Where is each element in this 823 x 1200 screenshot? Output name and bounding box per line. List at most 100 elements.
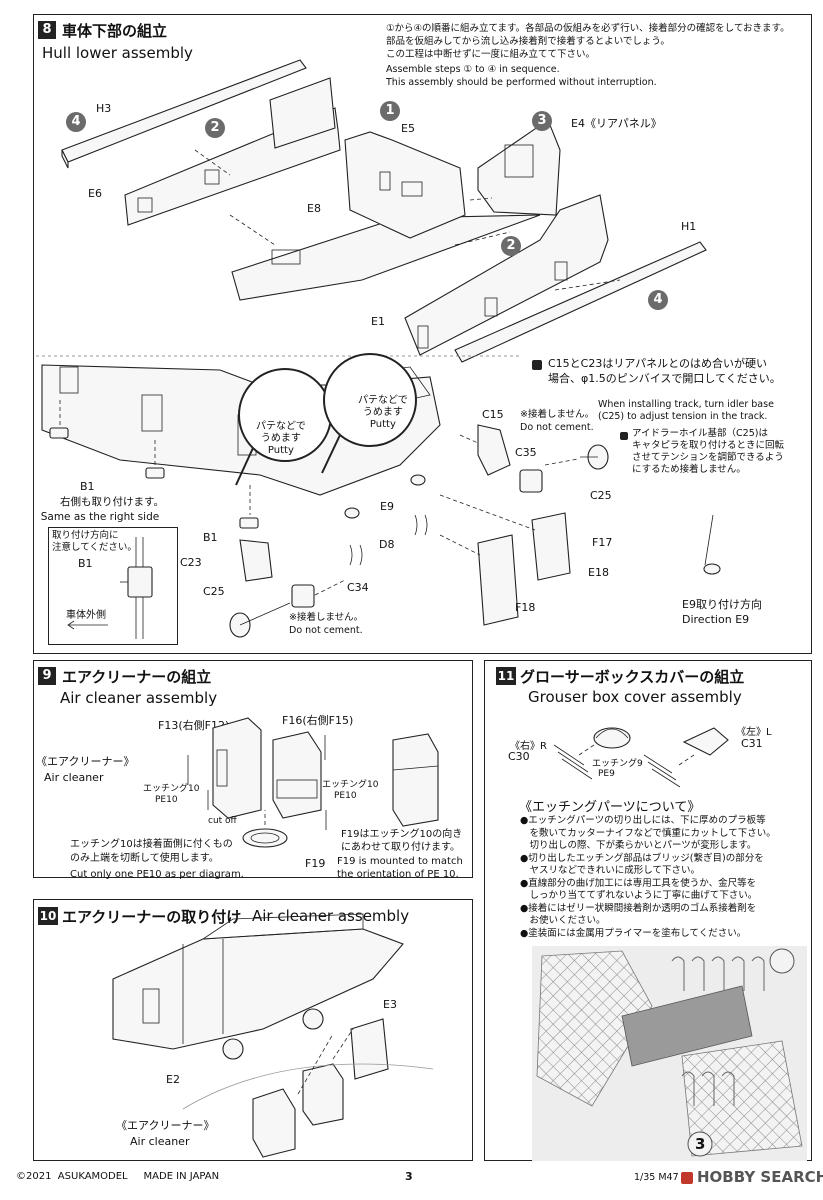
label-b1-left: B1	[80, 480, 95, 493]
etching-note-3: 切り出しの際、下が柔らかいとパーツが変形します。	[520, 840, 757, 851]
step9-note-jp-2: のみ上端を切断して使用します。	[70, 853, 219, 864]
air-cleaner-en-9: Air cleaner	[44, 771, 104, 784]
putty-jp-1-right: パテなどで	[358, 395, 408, 406]
air-cleaner-drawing	[187, 717, 439, 848]
label-c25-right: C25	[590, 489, 612, 502]
label-f19: F19	[305, 857, 326, 870]
no-cement-note-c25: ※接着しません。 Do not cement.	[289, 611, 363, 637]
part-label-h1: H1	[681, 220, 697, 233]
footer-copyright: ©2021 ASUKAMODEL MADE IN JAPAN	[16, 1171, 220, 1182]
step9-frame	[33, 660, 473, 878]
air-cleaner-mount-drawing	[112, 913, 434, 1158]
label-d8: D8	[379, 538, 395, 551]
step-circle-2-right: 2	[501, 236, 521, 256]
label-f13: F13(右側F12)	[158, 719, 230, 732]
label-c23: C23	[180, 556, 202, 569]
part-label-e5: E5	[401, 122, 415, 135]
idler-note-jp-1: アイドラーホイル基部（C25)は	[632, 428, 768, 439]
no-cement-jp-c15: ※接着しません。	[520, 409, 595, 420]
c15-note-tag	[532, 360, 542, 370]
etch10-left-en: PE10	[155, 795, 178, 805]
etching-note-4: ●切り出したエッチング部品はブリッジ(繋ぎ目)の部分を	[520, 852, 764, 864]
etch10-label-left: エッチング10 PE10	[143, 784, 199, 806]
part-label-e8: E8	[307, 202, 321, 215]
etch10-right-en: PE10	[334, 791, 357, 801]
e9-direction-en: Direction E9	[682, 613, 750, 626]
idler-note-jp-2: キャタピラを取り付けるときに回転	[632, 440, 785, 451]
step8-separator	[36, 355, 520, 357]
etch10-label-right: エッチング10 PE10	[322, 780, 378, 802]
step8-note-3: この工程は中断せずに一度に組み立てて下さい。	[386, 49, 596, 60]
step-circle-1: 1	[380, 101, 400, 121]
label-f16: F16(右側F15)	[282, 714, 354, 727]
idler-note-en-1: When installing track, turn idler base	[598, 399, 774, 410]
step8-note-1: ①から④の順番に組み立てます。各部品の仮組みを必ず行い、接着部分の確認をしておき…	[386, 23, 790, 34]
step8-note-2: 部品を仮組みしてから流し込み接着剤で接着するとよいでしょう。	[386, 36, 670, 47]
etching-note-7: しっかり当ててずれないように丁寧に曲げて下さい。	[520, 890, 758, 901]
step11-title-en: Grouser box cover assembly	[528, 688, 742, 706]
step9-title-jp: エアクリーナーの組立	[62, 668, 212, 686]
cut-off-label: cut off	[208, 816, 237, 826]
f19-note-en-1: F19 is mounted to match	[337, 856, 463, 867]
step10-frame	[33, 899, 473, 1161]
b1-inset-title-2: 注意してください。	[52, 542, 137, 553]
label-f17: F17	[592, 536, 613, 549]
part-label-e4: E4《リアパネル》	[571, 117, 662, 130]
b1-inset-title-1: 取り付け方向に	[52, 530, 119, 541]
step-circle-3: 3	[532, 111, 552, 131]
part-label-e1: E1	[371, 315, 385, 328]
idler-note-jp: アイドラーホイル基部（C25)は キャタピラを取り付けるときに回転 させてテンシ…	[632, 428, 784, 476]
step-circle-2-left: 2	[205, 118, 225, 138]
right-label: 《右》R	[510, 741, 547, 752]
etching-note-1: ●エッチングパーツの切り出しには、下に厚めのプラ板等	[520, 815, 766, 826]
label-c31: C31	[741, 737, 763, 750]
watermark-logo-icon	[681, 1172, 693, 1184]
step8-note-5: This assembly should be performed withou…	[386, 77, 657, 88]
air-cleaner-jp-10: 《エアクリーナー》	[116, 1119, 215, 1132]
putty-en-left: Putty	[267, 445, 294, 456]
label-f18: F18	[515, 601, 536, 614]
step8-title-en: Hull lower assembly	[42, 44, 193, 62]
etch10-right-jp: エッチング10	[322, 780, 379, 790]
etching-note-10: ●塗装面には金属用プライマーを塗布してください。	[520, 927, 747, 939]
step11-title-jp: グローサーボックスカバーの組立	[520, 668, 745, 686]
etching-note-2: を敷いてカッターナイフなどで慎重にカットして下さい。	[520, 827, 776, 839]
c15-note: C15とC23はリアパネルとのはめ合いが硬い 場合、φ1.5のピンバイスで開口し…	[548, 356, 781, 386]
f19-note-en: F19 is mounted to match the orientation …	[337, 855, 463, 881]
putty-jp-1-left: パテなどで	[256, 421, 306, 432]
hull-exploded-drawing	[61, 59, 707, 363]
step9-note-jp-1: エッチング10は接着面側に付くもの	[70, 839, 233, 850]
no-cement-en-c15: Do not cement.	[520, 422, 594, 433]
step-circle-4-right: 4	[648, 290, 668, 310]
putty-jp-2-left: うめます	[260, 433, 301, 444]
f19-note-jp-1: F19はエッチング10の向き	[341, 829, 463, 840]
label-c30: C30	[508, 750, 530, 763]
etching-note-6: ●直線部分の曲げ加工には専用工具を使うか、金尺等を	[520, 877, 757, 889]
part-label-e6: E6	[88, 187, 102, 200]
step9-title-en: Air cleaner assembly	[60, 689, 218, 707]
step9-number: 9	[38, 667, 56, 685]
etching-note-8: ●接着にはゼリー状瞬間接着剤か透明のゴム系接着剤を	[520, 902, 757, 914]
b1-inset	[48, 527, 178, 645]
putty-text-right: パテなどで うめます Putty	[358, 395, 408, 431]
label-c35: C35	[515, 446, 537, 459]
step11-number: 11	[496, 667, 516, 685]
putty-en-right: Putty	[369, 419, 396, 430]
step-circle-4-left: 4	[66, 112, 86, 132]
left-label: 《左》L	[736, 727, 772, 738]
footer-watermark: HOBBY SEARCH	[697, 1168, 823, 1186]
b1-inset-drawing	[67, 537, 153, 639]
air-cleaner-label-9: 《エアクリーナー》 Air cleaner	[36, 754, 134, 786]
label-c34: C34	[347, 581, 369, 594]
air-cleaner-label-10: 《エアクリーナー》 Air cleaner	[116, 1118, 214, 1150]
step10-title-jp: エアクリーナーの取り付け	[62, 908, 242, 926]
b1-inset-title: 取り付け方向に 注意してください。	[52, 530, 137, 554]
part-label-h3: H3	[96, 102, 112, 115]
c15-note-line1: C15とC23はリアパネルとのはめ合いが硬い	[548, 357, 768, 370]
etched-sheet-number: 3	[695, 1135, 706, 1153]
etched-sheet-image	[532, 946, 807, 1161]
e9-direction-jp: E9取り付け方向	[682, 598, 762, 611]
idler-note-tag	[620, 432, 628, 440]
step9-note: エッチング10は接着面側に付くもの のみ上端を切断して使用します。 Cut on…	[70, 838, 244, 882]
grouser-drawing	[553, 727, 729, 788]
